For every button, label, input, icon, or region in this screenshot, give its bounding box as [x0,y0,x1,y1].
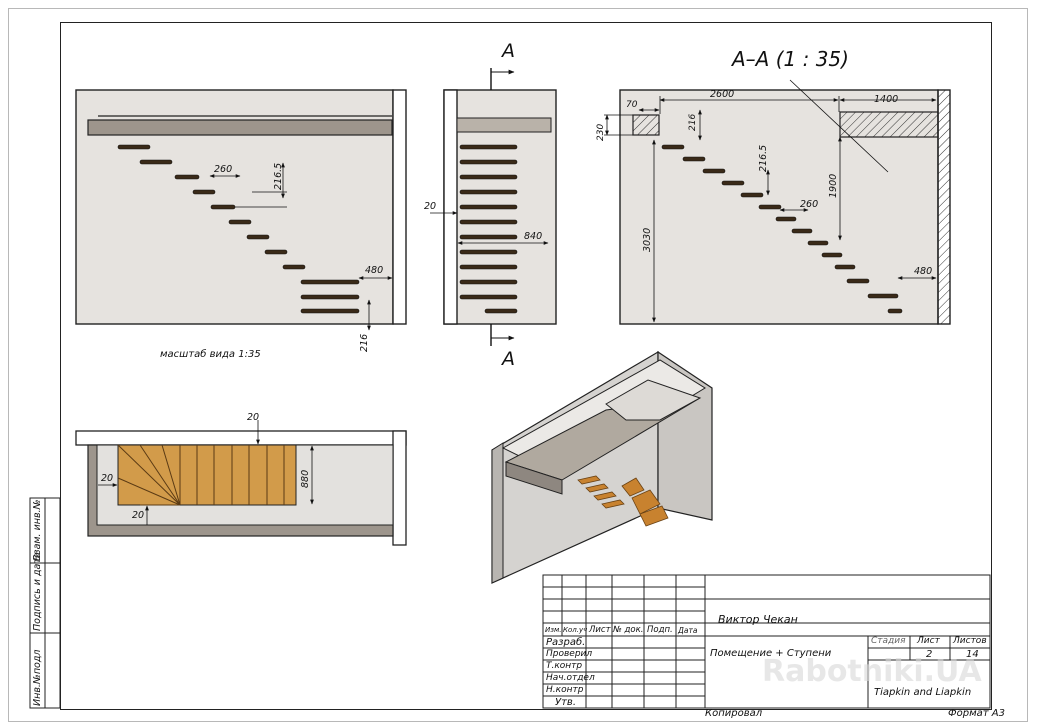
side-treads [459,144,518,314]
tb-stage-label: Стадия [871,636,906,646]
side-stamp-grid [29,497,61,709]
dim-sec-216: 216 [688,113,698,131]
dim-sec-3030: 3030 [642,227,653,252]
dim-side-gap: 20 [424,201,437,212]
tb-sheet-label: Лист [917,636,940,646]
tb-header-podp: Подп. [647,625,673,635]
side-view [430,68,557,346]
isometric-view [491,350,713,584]
dim-sec-1400: 1400 [874,94,899,105]
dim-front-last-w: 480 [365,265,384,276]
dim-front-step-w: 260 [214,164,233,175]
footer-format: Формат А3 [948,708,1005,719]
tb-author: Виктор Чекан [718,613,798,626]
dim-plan-20-bottom: 20 [132,510,145,521]
stamp-vzam: Взам. инв.№ [32,499,43,561]
drawing-frame [60,22,992,710]
dim-sec-230: 230 [596,123,606,141]
dim-front-bottom: 216 [359,333,370,352]
section-marker-top: A [502,40,515,62]
dim-front-step-h: 216.5 [273,162,284,190]
tb-row-razrab: Разраб. [546,637,586,648]
stamp-inv-podl: Инв.№подл [32,649,43,706]
dim-plan-880: 880 [300,469,311,488]
section-view [604,79,951,325]
dim-sec-70: 70 [626,100,638,110]
tb-header-data: Дата [678,626,698,635]
tb-sheets-label: Листов [953,636,987,646]
tb-row-proveril: Проверил [546,649,593,659]
dim-sec-1900: 1900 [828,173,839,198]
view-scale-note: масштаб вида 1:35 [160,349,261,360]
dim-sec-2600: 2600 [710,89,735,100]
tb-header-izm: Изм. [545,626,562,634]
section-treads [661,144,903,314]
tb-organization: Tiapkin and Liapkin [874,687,972,698]
tb-row-tkontr: Т.контр [546,661,583,671]
dim-side-width: 840 [524,231,543,242]
section-marker-bottom: A [502,348,515,370]
tb-row-utv: Утв. [555,697,576,708]
tb-drawing-name: Помещение + Ступени [710,648,832,659]
dim-plan-20-top: 20 [247,412,260,423]
dim-sec-480: 480 [914,266,933,277]
tb-row-nachotdel: Нач.отдел [546,673,595,683]
section-title: А–А (1 : 35) [732,47,849,71]
stamp-podpis: Подпись и дата [32,552,43,631]
tb-header-kolich: Кол.уч [563,626,588,634]
dim-sec-2165: 216.5 [758,144,769,172]
dim-sec-260: 260 [800,199,819,210]
tb-sheets-value: 14 [966,649,979,660]
dim-plan-20-left: 20 [101,473,114,484]
tb-row-nkontr: Н.контр [546,685,584,695]
tb-header-doc: № док. [613,625,644,635]
footer-copied: Копировал [705,708,763,719]
front-view [75,89,407,331]
tb-header-list: Лист [589,625,611,635]
title-block-grid [542,574,991,709]
plan-view [75,420,407,546]
watermark: Rabotniki.UA [762,654,982,689]
front-treads [117,144,360,314]
tb-sheet-value: 2 [926,649,933,660]
